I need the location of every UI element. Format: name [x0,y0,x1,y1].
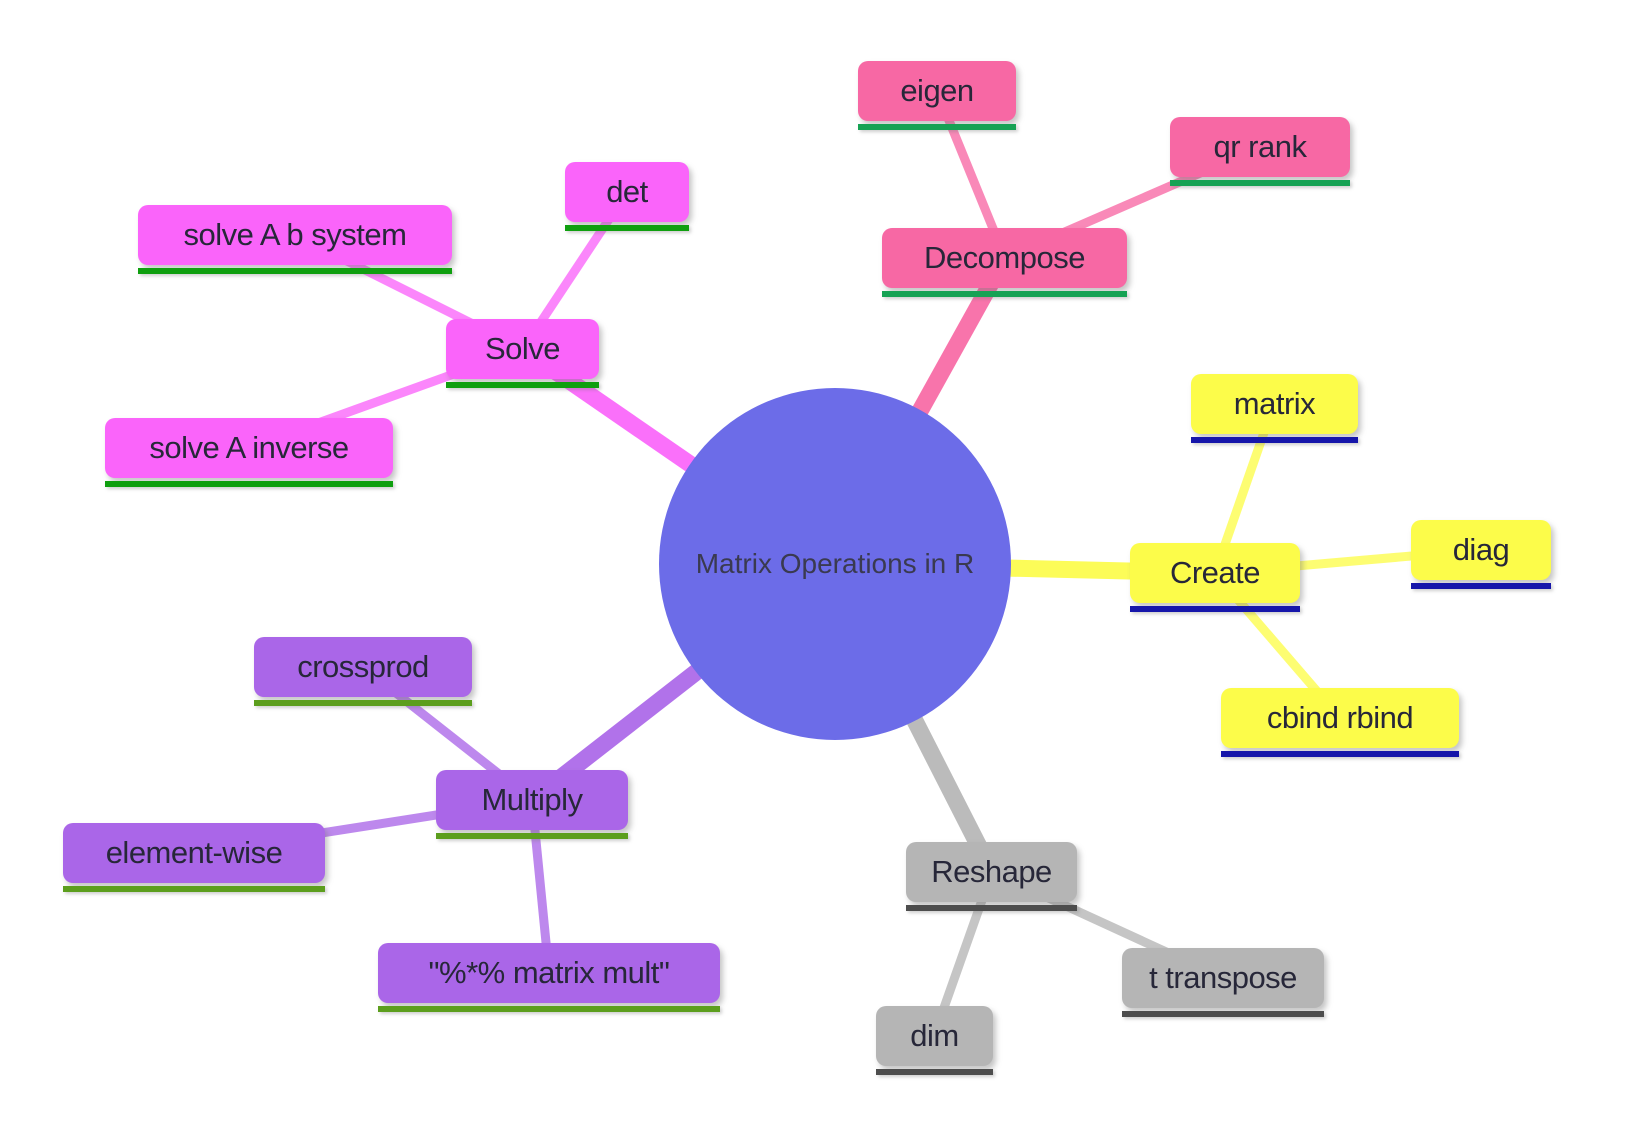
branch-node-decompose[interactable]: Decompose [882,228,1127,297]
node-label: Multiply [481,782,583,817]
node-label: crossprod [297,649,429,684]
child-node-cbind-rbind[interactable]: cbind rbind [1221,688,1459,757]
child-node-det[interactable]: det [565,162,689,231]
child-node-element-wise[interactable]: element-wise [63,823,325,892]
node-label: "%*% matrix mult" [428,955,670,990]
node-label: t transpose [1149,960,1297,995]
branch-node-create[interactable]: Create [1130,543,1300,612]
child-node-crossprod[interactable]: crossprod [254,637,472,706]
node-label: dim [910,1018,959,1053]
node-label: solve A b system [183,217,407,252]
node-label: det [606,174,648,209]
child-node-matrix[interactable]: matrix [1191,374,1358,443]
node-label: diag [1452,532,1510,567]
central-topic-label: Matrix Operations in R [695,548,975,579]
child-node-solve-a-b-system[interactable]: solve A b system [138,205,452,274]
node-label: element-wise [105,835,283,870]
branch-node-multiply[interactable]: Multiply [436,770,628,839]
child-node-matrix-mult[interactable]: "%*% matrix mult" [378,943,720,1012]
child-node-diag[interactable]: diag [1411,520,1551,589]
node-label: eigen [900,73,974,108]
child-node-dim[interactable]: dim [876,1006,993,1075]
node-label: Solve [484,331,561,366]
node-label: Create [1169,555,1261,590]
node-label: qr rank [1213,129,1307,164]
child-node-t-transpose[interactable]: t transpose [1122,948,1324,1017]
branch-node-solve[interactable]: Solve [446,319,599,388]
node-label: solve A inverse [149,430,349,465]
node-label: cbind rbind [1266,700,1414,735]
node-label: matrix [1233,386,1316,421]
central-topic-node[interactable]: Matrix Operations in R [659,388,1011,740]
node-label: Reshape [931,854,1052,889]
node-label: Decompose [924,240,1085,275]
child-node-eigen[interactable]: eigen [858,61,1016,130]
child-node-solve-a-inverse[interactable]: solve A inverse [105,418,393,487]
branch-node-reshape[interactable]: Reshape [906,842,1077,911]
child-node-qr-rank[interactable]: qr rank [1170,117,1350,186]
